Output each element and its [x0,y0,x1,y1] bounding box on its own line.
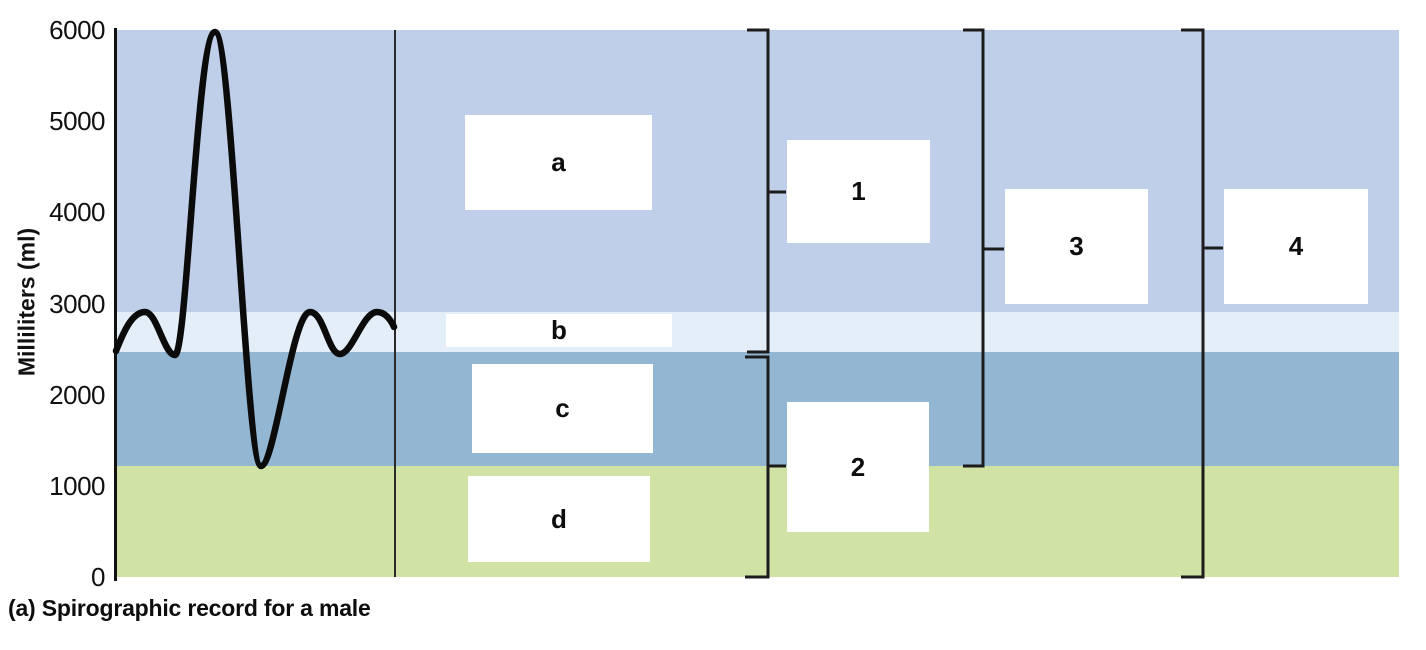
answer-box-4[interactable]: 4 [1224,189,1368,304]
y-axis-line [114,28,117,581]
plot-area [117,30,1399,577]
answer-box-d[interactable]: d [468,476,650,562]
answer-box-c-label: c [555,393,570,423]
band-residual-volume [117,466,1399,577]
answer-box-2[interactable]: 2 [787,402,929,532]
answer-box-4-label: 4 [1288,231,1304,261]
answer-box-c[interactable]: c [472,364,653,453]
answer-box-a-label: a [551,147,566,177]
answer-box-1[interactable]: 1 [787,140,930,243]
y-tick-6000: 6000 [49,15,105,45]
answer-box-d-label: d [551,503,567,534]
y-tick-5000: 5000 [49,106,105,136]
band-expiratory-reserve [117,352,1399,466]
y-tick-1000: 1000 [49,471,105,501]
figure-caption: (a) Spirographic record for a male [8,595,371,621]
band-inspiratory-reserve [117,30,1399,312]
answer-box-b-label: b [551,315,567,345]
answer-box-3[interactable]: 3 [1005,189,1148,304]
y-tick-2000: 2000 [49,380,105,410]
y-tick-3000: 3000 [49,289,105,319]
answer-box-b[interactable]: b [446,314,672,347]
answer-box-a[interactable]: a [465,115,652,210]
y-axis-title: Milliliters (ml) [13,227,40,377]
y-tick-4000: 4000 [49,197,105,227]
band-tidal-volume [117,312,1399,352]
answer-box-1-label: 1 [851,176,866,206]
answer-box-3-label: 3 [1069,231,1084,261]
answer-box-2-label: 2 [850,451,866,482]
y-tick-0: 0 [91,562,105,592]
trace-panel-divider-line [394,30,396,577]
